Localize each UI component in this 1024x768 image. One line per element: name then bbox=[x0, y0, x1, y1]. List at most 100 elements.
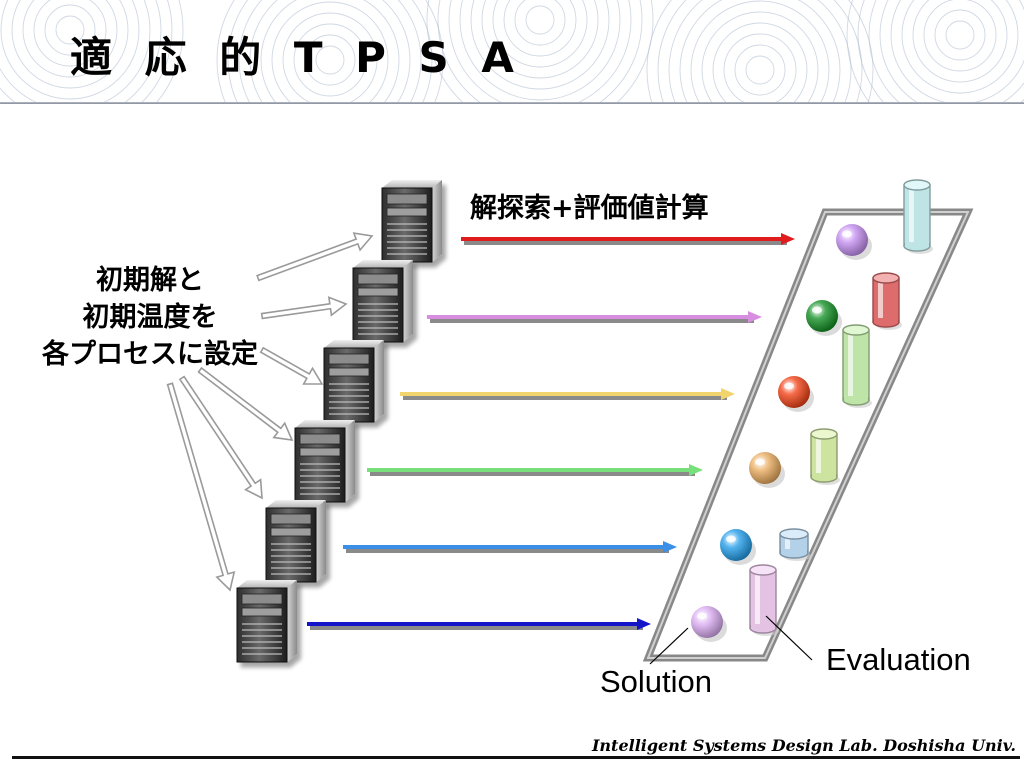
init-arrow-shape bbox=[256, 232, 374, 282]
cylinder-cap bbox=[749, 564, 777, 576]
sphere-gloss bbox=[784, 382, 794, 390]
server-drive-bay bbox=[357, 273, 399, 285]
server-side bbox=[403, 260, 413, 342]
cylinder-icon bbox=[779, 528, 811, 561]
init-arrow bbox=[256, 232, 374, 282]
header-ring bbox=[657, 0, 863, 104]
init-arrow-shape bbox=[197, 366, 294, 441]
server-drive-bay bbox=[299, 447, 341, 457]
solution-leader-line bbox=[649, 627, 689, 665]
header-ring bbox=[11, 0, 129, 89]
header-ring bbox=[44, 4, 96, 56]
server-tower-icon bbox=[294, 420, 355, 503]
header-ring bbox=[690, 0, 830, 104]
sphere-icon bbox=[720, 529, 756, 565]
cylinder-gloss bbox=[816, 438, 821, 473]
cylinder-cap bbox=[872, 272, 900, 284]
header-ring bbox=[857, 0, 886, 104]
server-top bbox=[324, 340, 384, 348]
cylinder-icon bbox=[872, 272, 902, 330]
process-arrow-head bbox=[689, 464, 703, 476]
init-arrow bbox=[259, 346, 324, 385]
cylinder-fill bbox=[751, 570, 775, 627]
sphere-icon bbox=[806, 300, 842, 336]
server-drive-bay bbox=[328, 353, 370, 365]
server-tower-icon bbox=[352, 260, 413, 343]
header-pattern bbox=[0, 0, 1024, 104]
cylinder-gloss bbox=[878, 282, 883, 318]
process-arrow bbox=[461, 233, 795, 245]
header-ring bbox=[426, 0, 654, 104]
server-drive-bay bbox=[386, 193, 428, 205]
header-ring bbox=[0, 0, 140, 100]
process-arrow-head bbox=[781, 233, 795, 245]
sphere-body bbox=[720, 529, 752, 561]
process-arrow-head bbox=[748, 311, 762, 323]
header-ring bbox=[22, 0, 118, 78]
cylinder-icon bbox=[810, 428, 840, 485]
header-ring bbox=[745, 55, 775, 85]
cylinder-cap bbox=[903, 179, 931, 191]
header-ring bbox=[868, 0, 1024, 104]
server-top bbox=[382, 180, 442, 188]
sphere-gloss bbox=[726, 535, 736, 543]
header-ring bbox=[503, 0, 577, 57]
footer-rule bbox=[12, 756, 1020, 759]
header-ring bbox=[470, 0, 610, 90]
process-arrow bbox=[400, 388, 735, 400]
server-top bbox=[295, 420, 355, 428]
header-ring bbox=[437, 0, 643, 104]
cylinder-gloss bbox=[785, 538, 790, 549]
header-ring bbox=[525, 5, 555, 35]
initial-setting-line-1: 初期解と bbox=[96, 265, 204, 296]
init-arrow bbox=[197, 366, 294, 441]
process-arrow-head bbox=[637, 618, 651, 630]
sphere-body bbox=[806, 300, 838, 332]
header-ring bbox=[514, 0, 566, 46]
cylinder-icon bbox=[903, 179, 933, 254]
server-side bbox=[345, 420, 355, 502]
process-arrow bbox=[427, 311, 762, 323]
sphere-icon bbox=[778, 376, 814, 412]
header-ring bbox=[459, 0, 621, 101]
slide-title: 適 応 的 T P S A bbox=[70, 33, 523, 82]
solution-tray bbox=[642, 208, 974, 662]
header-ring bbox=[846, 0, 872, 104]
process-arrow-group bbox=[307, 233, 795, 630]
cylinder-icon bbox=[842, 324, 872, 408]
initial-setting-label: 初期解と 初期温度を 各プロセスに設定 bbox=[4, 262, 296, 373]
header-ring bbox=[646, 0, 874, 104]
header-ring bbox=[448, 0, 632, 104]
footer-credit: Intelligent Systems Design Lab. Doshisha… bbox=[591, 736, 1016, 755]
sphere-gloss bbox=[842, 230, 852, 238]
header-ring bbox=[0, 0, 151, 104]
server-top bbox=[266, 500, 326, 508]
header-ring bbox=[945, 20, 975, 50]
evaluation-leader-line bbox=[765, 615, 813, 661]
header-ring bbox=[481, 0, 599, 79]
evaluation-label: Evaluation bbox=[826, 642, 971, 677]
sphere-body bbox=[691, 606, 723, 638]
cylinder-gloss bbox=[909, 189, 914, 242]
header-rule bbox=[0, 102, 1024, 104]
process-arrow bbox=[343, 541, 677, 553]
server-side bbox=[316, 500, 326, 582]
header-ring bbox=[734, 44, 786, 96]
header-ring bbox=[492, 0, 588, 68]
server-tower-icon bbox=[381, 180, 442, 263]
cylinder-fill bbox=[905, 185, 929, 245]
process-arrow bbox=[367, 464, 703, 476]
server-drive-bay bbox=[241, 607, 283, 617]
server-top bbox=[237, 580, 297, 588]
cylinder-cap bbox=[779, 528, 809, 540]
sphere-icon bbox=[749, 452, 785, 488]
sphere-gloss bbox=[755, 458, 765, 466]
server-tower-icon bbox=[236, 580, 297, 663]
process-label: 解探索+評価値計算 bbox=[470, 193, 709, 224]
sphere-body bbox=[836, 224, 868, 256]
initial-setting-line-3: 各プロセスに設定 bbox=[42, 339, 258, 370]
server-drive-bay bbox=[241, 593, 283, 605]
header-ring bbox=[934, 9, 986, 61]
server-drive-bay bbox=[270, 527, 312, 537]
header-ring bbox=[249, 0, 411, 104]
